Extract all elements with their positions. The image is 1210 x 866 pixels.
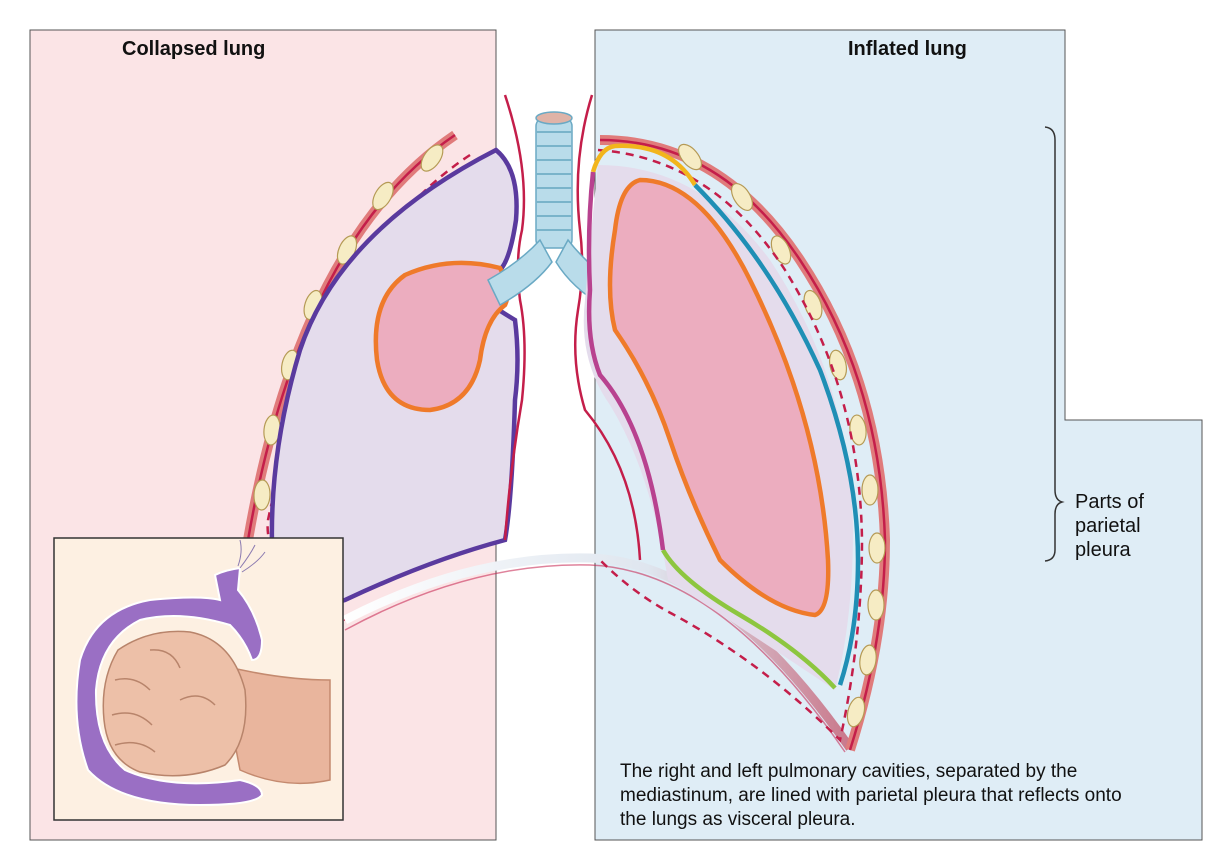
right-mediastinal-pleura	[573, 94, 642, 561]
caption-line: The right and left pulmonary cavities, s…	[620, 761, 1078, 782]
wrist	[219, 663, 331, 785]
right-lung-tissue	[607, 177, 831, 618]
diaphragm	[342, 553, 854, 751]
fist	[102, 630, 247, 777]
rib	[861, 474, 879, 506]
legend-brace	[1044, 126, 1065, 562]
inflated-lung-title: Inflated lung	[848, 38, 967, 60]
cervical-pleura	[590, 143, 697, 187]
parietal-pleura-legend: Parts of parietal pleura	[1075, 490, 1144, 562]
rib	[730, 182, 754, 212]
right-parietal-pleura-outer	[599, 138, 887, 751]
caption-line: the lungs as visceral pleura.	[620, 809, 856, 830]
mediastinal-pleura	[586, 171, 666, 551]
rib	[849, 414, 867, 446]
fist-balloon-illustration	[75, 539, 331, 807]
rib	[868, 532, 886, 564]
rib	[253, 479, 271, 511]
costal-pleura	[693, 183, 861, 686]
diaphragmatic-pleura	[661, 548, 837, 690]
diaphragm-edge	[344, 564, 846, 753]
rib	[846, 696, 866, 728]
balloon	[75, 566, 264, 807]
legend-line: Parts of	[1075, 491, 1144, 513]
knuckles	[111, 649, 216, 753]
rib	[677, 143, 703, 171]
rib	[420, 144, 444, 172]
left-mediastinal-pleura	[503, 94, 526, 541]
left-main-bronchus	[487, 238, 553, 307]
rib	[372, 181, 394, 211]
figure-caption: The right and left pulmonary cavities, s…	[620, 760, 1180, 832]
legend-line: pleura	[1075, 539, 1131, 561]
caption-line: mediastinum, are lined with parietal ple…	[620, 785, 1122, 806]
right-pleural-cavity-line	[597, 148, 864, 743]
rib	[828, 349, 848, 381]
rib	[859, 644, 877, 676]
legend-line: parietal	[1075, 515, 1141, 537]
rib	[867, 589, 885, 621]
left-lung-tissue	[373, 260, 510, 413]
collapsed-lung-title: Collapsed lung	[122, 38, 266, 60]
air-lines	[237, 539, 266, 573]
right-ribs	[677, 143, 886, 728]
